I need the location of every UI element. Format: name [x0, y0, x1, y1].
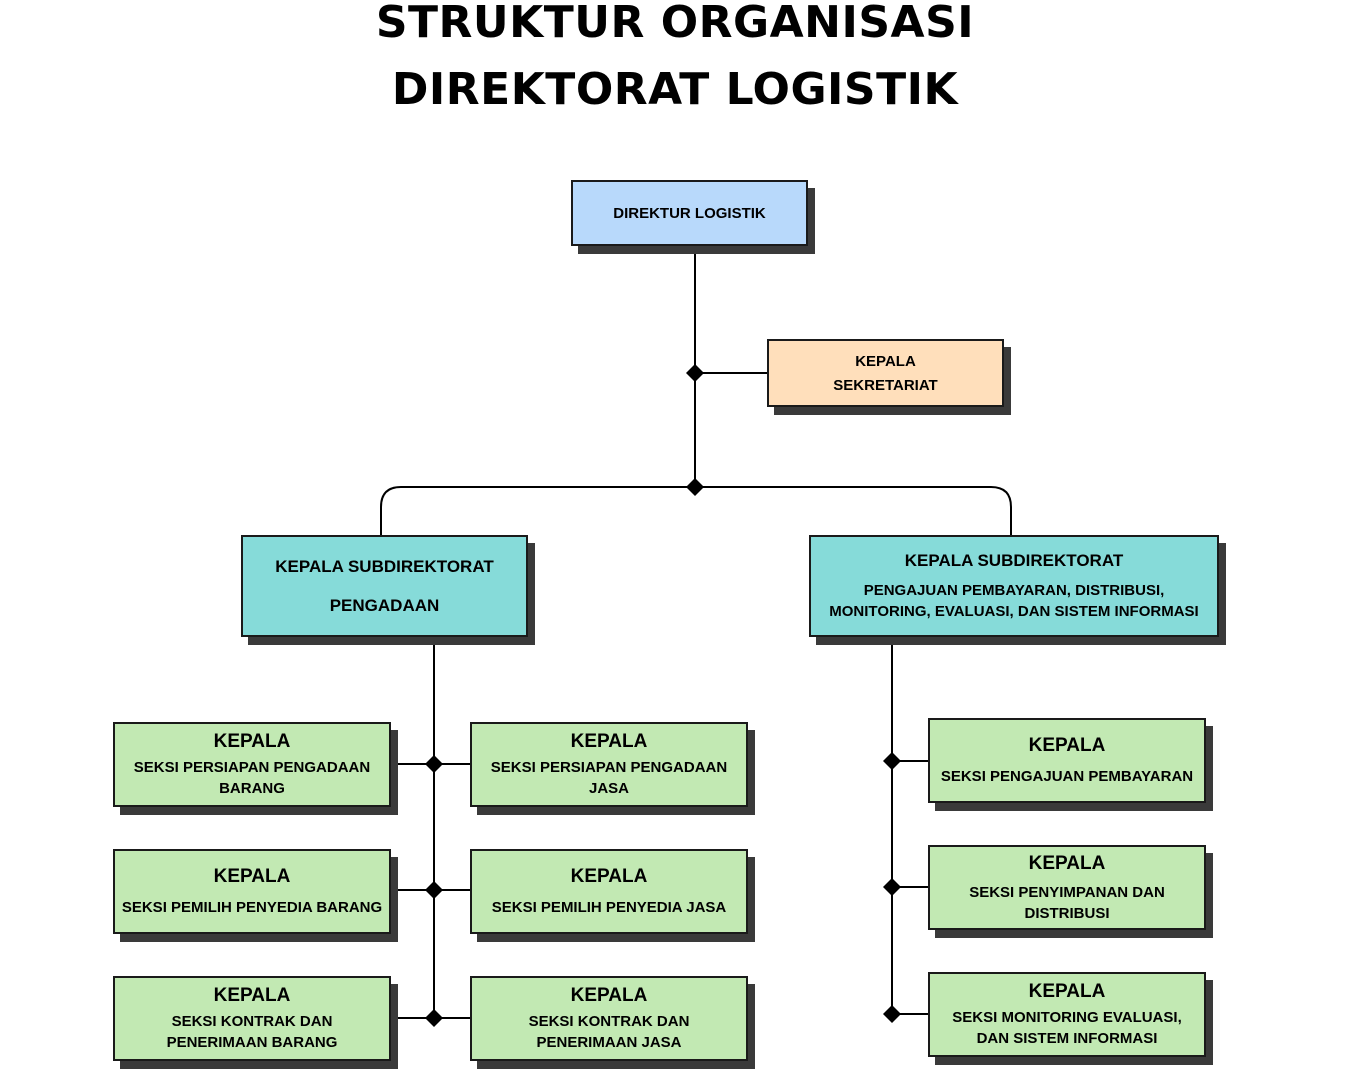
- junction-diamond: [686, 478, 704, 496]
- section-head-label: KEPALA: [570, 866, 648, 887]
- section-label-line2: PENERIMAAN JASA: [536, 1034, 682, 1051]
- section-label-line1: SEKSI PENYIMPANAN DAN: [969, 883, 1165, 901]
- section-persiapan-barang: KEPALA SEKSI PERSIAPAN PENGADAAN BARANG: [113, 722, 391, 807]
- section-label-line2: DAN SISTEM INFORMASI: [976, 1030, 1158, 1047]
- section-head-label: KEPALA: [1028, 852, 1106, 874]
- section-head-label: KEPALA: [213, 985, 291, 1006]
- section-head-label: KEPALA: [570, 731, 648, 752]
- junction-diamond: [425, 881, 443, 899]
- section-kontrak-jasa: KEPALA SEKSI KONTRAK DAN PENERIMAAN JASA: [470, 976, 748, 1061]
- subdir-pembayaran-line3: MONITORING, EVALUASI, DAN SISTEM INFORMA…: [829, 603, 1199, 620]
- junction-diamond: [883, 1005, 901, 1023]
- section-monitoring-evaluasi: KEPALA SEKSI MONITORING EVALUASI, DAN SI…: [928, 972, 1206, 1057]
- section-label-line1: SEKSI PENGAJUAN PEMBAYARAN: [940, 768, 1194, 785]
- subdir-pengadaan-line2: PENGADAAN: [329, 595, 440, 615]
- section-label-line2: BARANG: [219, 780, 285, 797]
- section-label-line2: DISTRIBUSI: [1024, 904, 1110, 922]
- subdir-pembayaran-box: KEPALA SUBDIREKTORAT PENGAJUAN PEMBAYARA…: [809, 535, 1219, 637]
- section-label-line1: SEKSI PEMILIH PENYEDIA BARANG: [121, 899, 383, 916]
- section-label-line1: SEKSI MONITORING EVALUASI,: [952, 1009, 1182, 1026]
- subdir-pengadaan-box: KEPALA SUBDIREKTORAT PENGADAAN: [241, 535, 528, 637]
- section-head-label: KEPALA: [1028, 981, 1106, 1002]
- section-head-label: KEPALA: [1028, 735, 1106, 756]
- secretariat-box: KEPALA SEKRETARIAT: [767, 339, 1004, 407]
- section-label-line1: SEKSI PERSIAPAN PENGADAAN: [490, 759, 728, 776]
- section-head-label: KEPALA: [570, 985, 648, 1006]
- junction-diamond: [686, 364, 704, 382]
- subdir-pembayaran-line1: KEPALA SUBDIREKTORAT: [904, 551, 1124, 570]
- section-label-line2: PENERIMAAN BARANG: [166, 1034, 338, 1051]
- junction-diamond: [425, 755, 443, 773]
- secretariat-line2: SEKRETARIAT: [833, 376, 938, 394]
- chart-title-line2: DIREKTORAT LOGISTIK: [391, 64, 959, 115]
- section-label-line1: SEKSI PEMILIH PENYEDIA JASA: [491, 899, 727, 916]
- section-label-line2: JASA: [588, 780, 629, 797]
- junction-diamond: [425, 1009, 443, 1027]
- section-persiapan-jasa: KEPALA SEKSI PERSIAPAN PENGADAAN JASA: [470, 722, 748, 807]
- section-head-label: KEPALA: [213, 866, 291, 887]
- director-box: DIREKTUR LOGISTIK: [571, 180, 808, 246]
- section-pengajuan-pembayaran: KEPALA SEKSI PENGAJUAN PEMBAYARAN: [928, 718, 1206, 803]
- section-label-line1: SEKSI KONTRAK DAN: [528, 1013, 690, 1030]
- section-pemilih-barang: KEPALA SEKSI PEMILIH PENYEDIA BARANG: [113, 849, 391, 934]
- subdir-pengadaan-line1: KEPALA SUBDIREKTORAT: [275, 556, 494, 576]
- secretariat-line1: KEPALA: [855, 352, 916, 370]
- section-label-line1: SEKSI KONTRAK DAN: [171, 1013, 333, 1030]
- director-label: DIREKTUR LOGISTIK: [613, 204, 766, 222]
- section-penyimpanan-distribusi: KEPALA SEKSI PENYIMPANAN DAN DISTRIBUSI: [928, 845, 1206, 930]
- junction-diamond: [883, 752, 901, 770]
- section-kontrak-barang: KEPALA SEKSI KONTRAK DAN PENERIMAAN BARA…: [113, 976, 391, 1061]
- chart-title-line1: STRUKTUR ORGANISASI: [375, 0, 975, 48]
- junction-diamond: [883, 878, 901, 896]
- section-label-line1: SEKSI PERSIAPAN PENGADAAN: [133, 759, 371, 776]
- section-pemilih-jasa: KEPALA SEKSI PEMILIH PENYEDIA JASA: [470, 849, 748, 934]
- subdir-pembayaran-line2: PENGAJUAN PEMBAYARAN, DISTRIBUSI,: [863, 582, 1165, 599]
- section-head-label: KEPALA: [213, 731, 291, 752]
